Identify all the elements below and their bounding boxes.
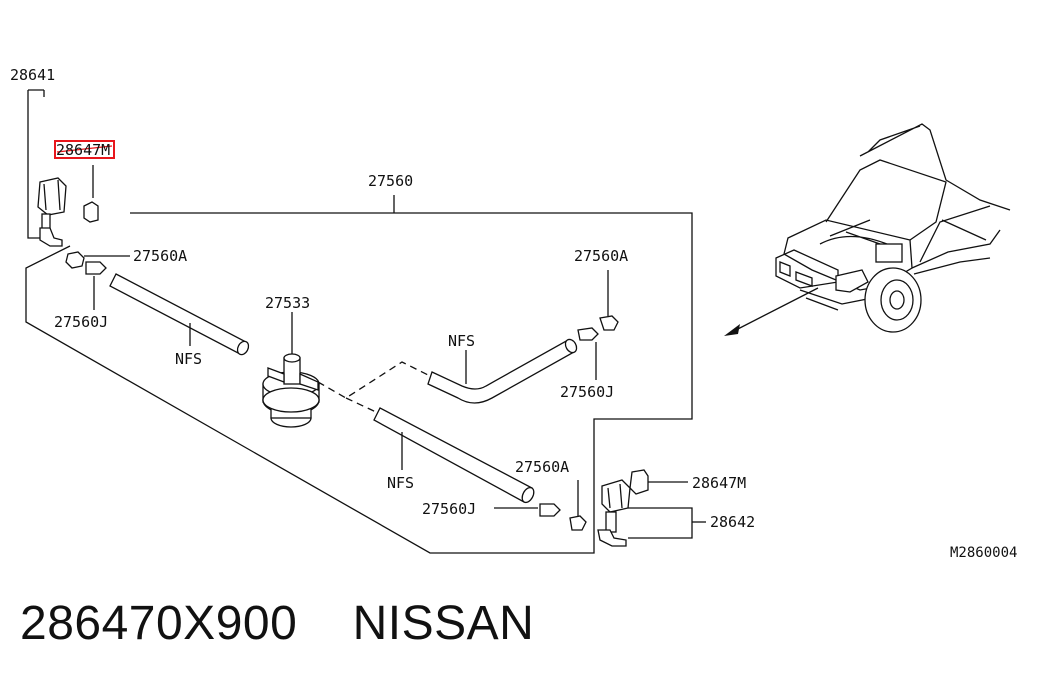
joint-bottom [494, 480, 587, 531]
diagram-code: M2860004 [950, 545, 1017, 561]
part-number: 286470X900 [20, 597, 298, 650]
label-28642: 28642 [710, 513, 755, 531]
label-nfs-bottom: NFS [387, 474, 414, 492]
label-27560j-left: 27560J [54, 313, 108, 331]
bracket-28641 [27, 89, 45, 239]
clip-28647m-top [54, 140, 115, 223]
vehicle-illustration [724, 123, 1011, 336]
clip-28647m-bottom [629, 469, 688, 495]
label-27560: 27560 [368, 172, 413, 190]
label-nfs-mid: NFS [448, 332, 475, 350]
label-27560a-bottom: 27560A [515, 458, 569, 476]
hose-left [109, 273, 250, 356]
check-valve-27533 [262, 312, 320, 428]
hose-bottom [373, 407, 535, 504]
highlight-box [54, 140, 115, 159]
label-28641: 28641 [10, 66, 55, 84]
part-footer: 286470X900 NISSAN [20, 596, 534, 651]
hose-middle [427, 338, 578, 404]
label-27533: 27533 [265, 294, 310, 312]
assembly-outline [25, 212, 693, 554]
joint-left [65, 251, 130, 310]
label-28647m-bottom: 28647M [692, 474, 746, 492]
label-nfs-left: NFS [175, 350, 202, 368]
washer-nozzle-left [37, 177, 67, 247]
brand-name: NISSAN [352, 597, 535, 650]
label-28647m-top: 28647M [56, 141, 110, 159]
label-27560a-right: 27560A [574, 247, 628, 265]
label-27560j-right: 27560J [560, 383, 614, 401]
label-27560a-left: 27560A [133, 247, 187, 265]
washer-nozzle-bottom [597, 479, 706, 547]
label-27560j-bottom: 27560J [422, 500, 476, 518]
dashed-connection [317, 361, 431, 413]
joint-right [577, 270, 619, 380]
